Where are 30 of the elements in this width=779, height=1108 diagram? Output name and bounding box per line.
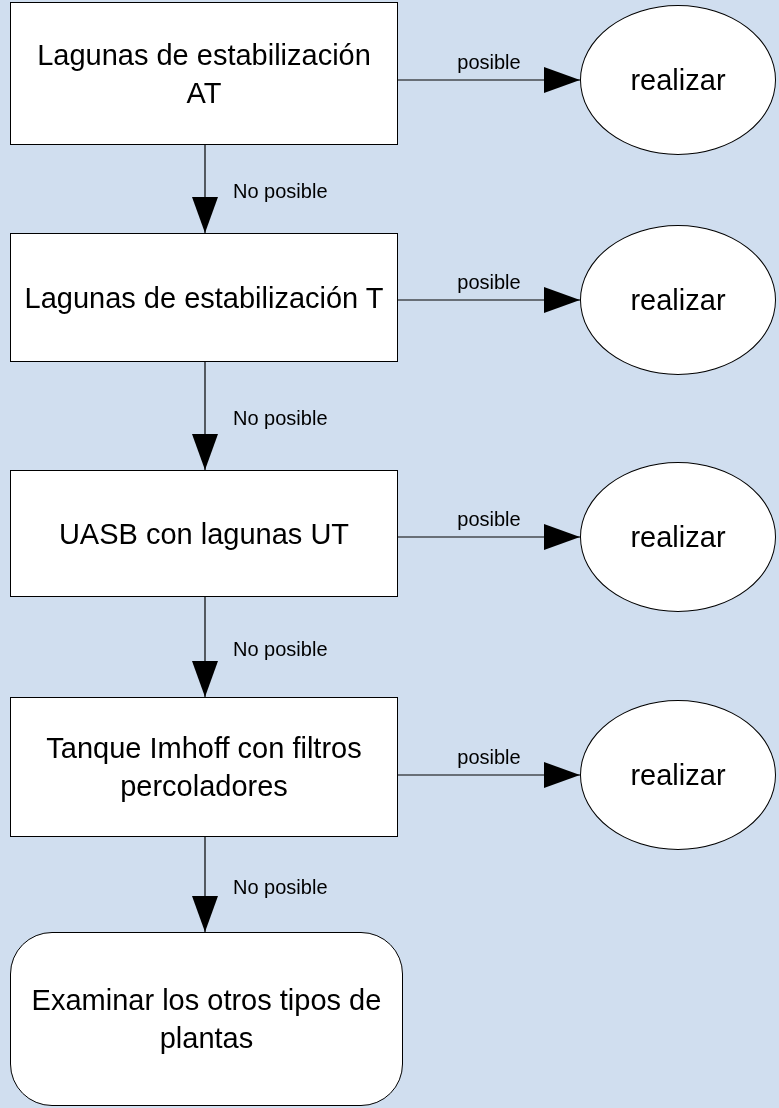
arrow	[397, 762, 581, 788]
edge-label: posible	[457, 509, 521, 529]
terminal-rounded-box	[10, 932, 403, 1106]
node-text: UASB con lagunas UT	[58, 516, 350, 552]
node-text: realizar	[630, 758, 726, 793]
node-text: realizar	[630, 283, 726, 318]
edge-label: No posible	[233, 876, 328, 897]
edge-label: No posible	[233, 408, 328, 428]
node-text: Examinar los otros tipos de plantas	[30, 983, 383, 1056]
arrow	[192, 836, 218, 933]
process-box	[10, 470, 398, 597]
edge-label: posible	[457, 272, 521, 292]
edge-label: posible	[457, 747, 521, 767]
arrow	[192, 361, 218, 471]
edge-label: No posible	[233, 181, 328, 201]
edge-label: No posible	[233, 639, 328, 659]
process-box	[10, 2, 398, 145]
node-text: Lagunas de estabilización T	[24, 280, 384, 316]
arrow	[397, 287, 581, 313]
node-text: realizar	[630, 520, 726, 555]
process-box	[10, 697, 398, 837]
node-text: Lagunas de estabilización AT	[36, 37, 372, 111]
arrow	[397, 524, 581, 550]
process-box	[10, 233, 398, 362]
arrow	[192, 596, 218, 698]
node-text: Tanque Imhoff con filtros percoladores	[45, 731, 363, 804]
edge-label: posible	[457, 52, 521, 72]
node-text: realizar	[630, 63, 726, 98]
arrow	[192, 144, 218, 234]
arrow	[397, 67, 581, 93]
